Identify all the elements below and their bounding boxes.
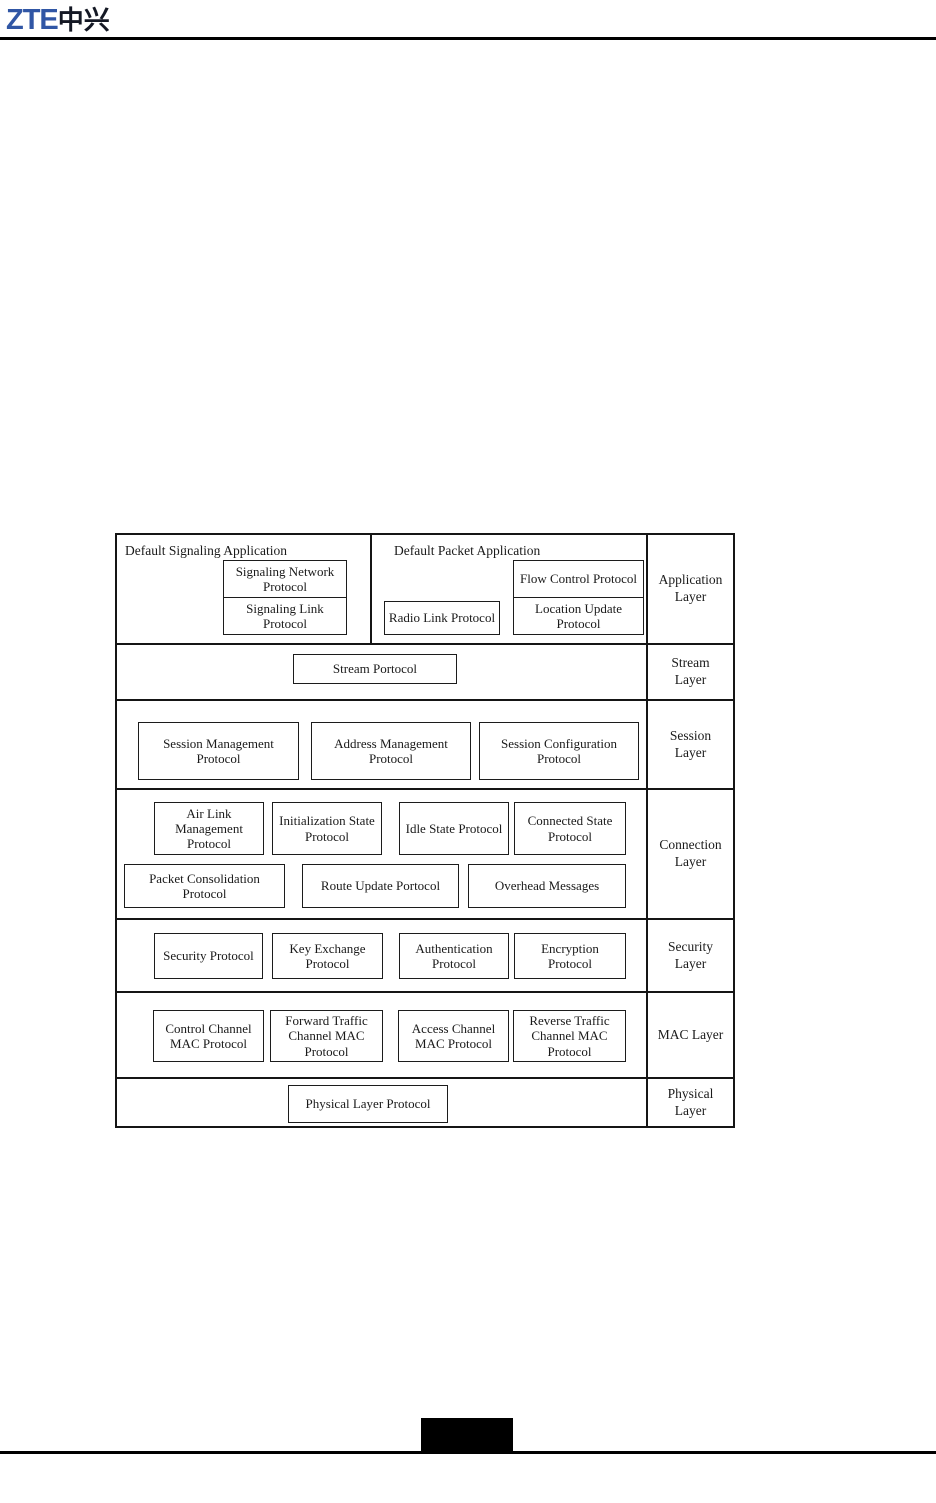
box-signaling-link-protocol: Signaling Link Protocol [246, 600, 324, 631]
mac-layer-row: Control Channel MAC Protocol Forward Tra… [117, 993, 733, 1079]
box-address-management-protocol: Address Management Protocol [311, 722, 471, 780]
box-flow-control-protocol: Flow Control Protocol [514, 561, 643, 598]
box-air-link-management-protocol: Air Link Management Protocol [154, 802, 264, 855]
default-signaling-application-title: Default Signaling Application [125, 543, 287, 558]
box-packet-consolidation-protocol: Packet Consolidation Protocol [124, 864, 285, 908]
connection-layer-label: Connection Layer [646, 790, 733, 918]
application-layer-label: Application Layer [646, 535, 733, 643]
box-physical-layer-protocol: Physical Layer Protocol [288, 1085, 448, 1123]
box-key-exchange-protocol: Key Exchange Protocol [272, 933, 383, 979]
box-connected-state-protocol: Connected State Protocol [514, 802, 626, 855]
box-overhead-messages: Overhead Messages [468, 864, 626, 908]
box-reverse-traffic-channel-mac-protocol: Reverse Traffic Channel MAC Protocol [513, 1010, 626, 1062]
box-initialization-state-protocol: Initialization State Protocol [272, 802, 382, 855]
security-layer-content: Security Protocol Key Exchange Protocol … [117, 920, 646, 991]
application-layer-row: Default Signaling Application Signaling … [117, 535, 733, 645]
box-stream-protocol: Stream Portocol [293, 654, 457, 684]
box-radio-link-protocol: Radio Link Protocol [384, 601, 500, 635]
stream-layer-row: Stream Portocol Stream Layer [117, 645, 733, 701]
session-layer-content: Session Management Protocol Address Mana… [117, 701, 646, 788]
physical-layer-row: Physical Layer Protocol Physical Layer [117, 1079, 733, 1126]
stream-layer-label: Stream Layer [646, 645, 733, 699]
physical-layer-content: Physical Layer Protocol [117, 1079, 646, 1126]
connection-layer-content: Air Link Management Protocol Initializat… [117, 790, 646, 918]
default-signaling-application-cell: Default Signaling Application Signaling … [117, 535, 372, 643]
box-session-management-protocol: Session Management Protocol [138, 722, 299, 780]
zte-logo: ZTE中兴 [6, 0, 110, 36]
box-idle-state-protocol: Idle State Protocol [399, 802, 509, 855]
security-layer-row: Security Protocol Key Exchange Protocol … [117, 920, 733, 993]
footer-redaction-block [421, 1418, 513, 1451]
box-security-protocol: Security Protocol [154, 933, 263, 979]
physical-layer-label: Physical Layer [646, 1079, 733, 1126]
session-layer-row: Session Management Protocol Address Mana… [117, 701, 733, 790]
default-packet-application-title: Default Packet Application [394, 543, 541, 558]
session-layer-label: Session Layer [646, 701, 733, 788]
default-packet-application-cell: Default Packet Application Flow Control … [374, 535, 646, 643]
box-authentication-protocol: Authentication Protocol [399, 933, 509, 979]
application-layer-content: Default Signaling Application Signaling … [117, 535, 646, 643]
header-divider-rule [0, 37, 936, 40]
box-access-channel-mac-protocol: Access Channel MAC Protocol [398, 1010, 509, 1062]
footer-divider-rule [0, 1451, 936, 1454]
packet-protocol-stack: Flow Control Protocol Location Update Pr… [513, 560, 644, 635]
zte-logo-latin: ZTE [6, 4, 59, 36]
box-signaling-network-protocol: Signaling Network Protocol [224, 561, 346, 598]
zte-logo-chinese: 中兴 [57, 5, 110, 35]
mac-layer-content: Control Channel MAC Protocol Forward Tra… [117, 993, 646, 1077]
box-control-channel-mac-protocol: Control Channel MAC Protocol [153, 1010, 264, 1062]
security-layer-label: Security Layer [646, 920, 733, 991]
box-session-configuration-protocol: Session Configuration Protocol [479, 722, 639, 780]
box-forward-traffic-channel-mac-protocol: Forward Traffic Channel MAC Protocol [270, 1010, 383, 1062]
connection-layer-row: Air Link Management Protocol Initializat… [117, 790, 733, 920]
stream-layer-content: Stream Portocol [117, 645, 646, 699]
mac-layer-label: MAC Layer [646, 993, 733, 1077]
box-location-update-protocol: Location Update Protocol [535, 600, 622, 631]
signaling-protocol-stack: Signaling Network Protocol Signaling Lin… [223, 560, 347, 635]
box-route-update-protocol: Route Update Portocol [302, 864, 459, 908]
box-encryption-protocol: Encryption Protocol [514, 933, 626, 979]
protocol-stack-diagram: Default Signaling Application Signaling … [115, 533, 735, 1128]
